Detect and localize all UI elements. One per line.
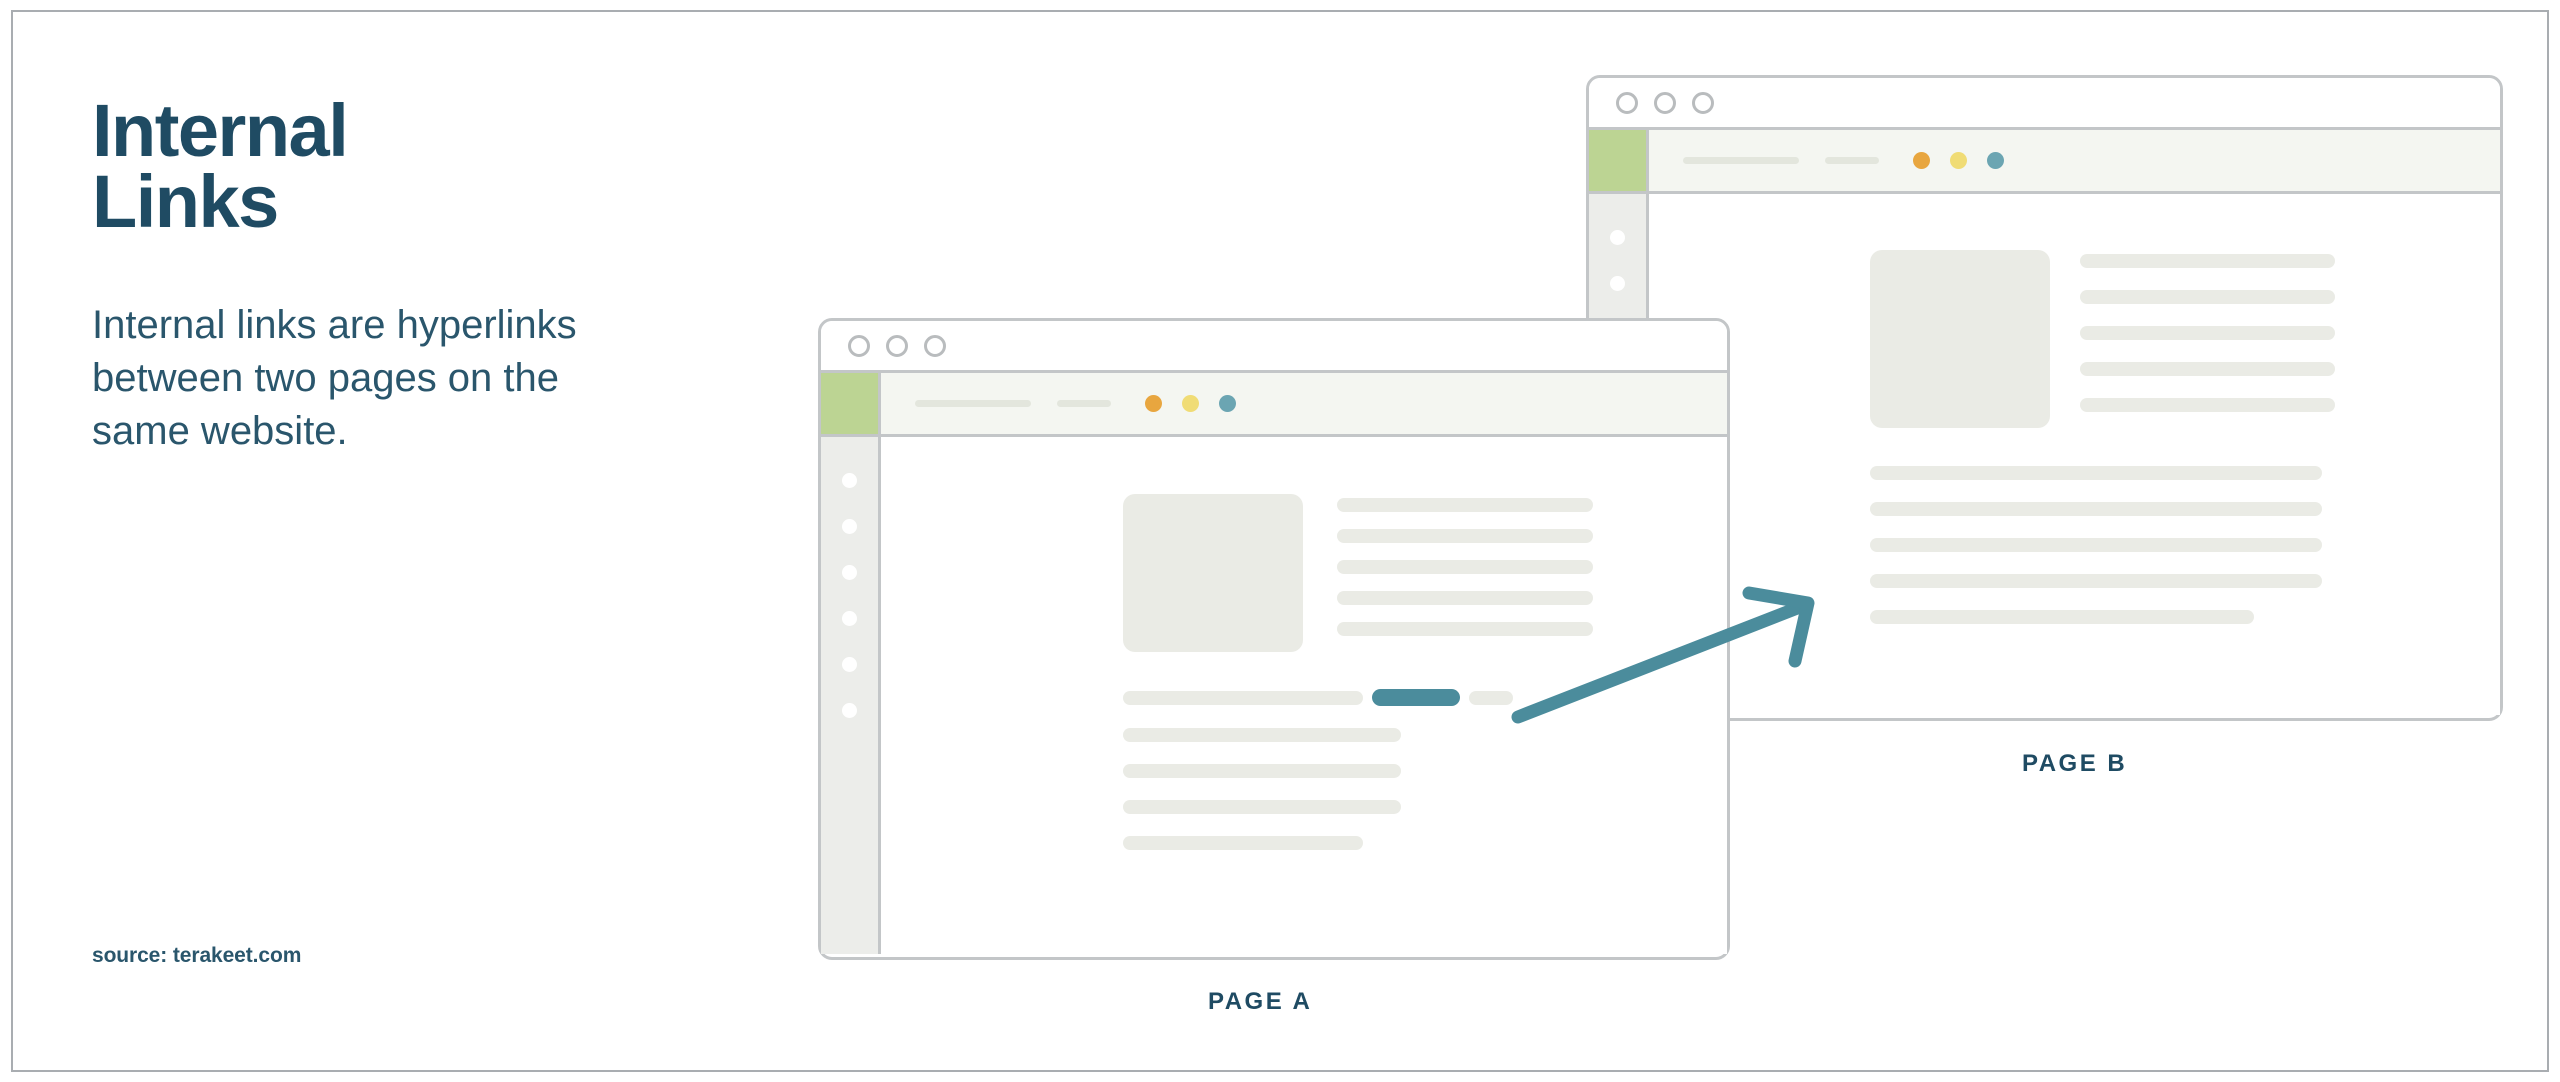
text-line bbox=[1337, 560, 1593, 574]
text-line bbox=[1469, 690, 1513, 705]
toolbar-accent-block bbox=[1589, 130, 1649, 191]
toolbar-dot-teal-icon bbox=[1219, 395, 1236, 412]
window-control-circle-icon[interactable] bbox=[886, 334, 908, 357]
sidebar-page-a[interactable] bbox=[821, 437, 881, 954]
body-page-a bbox=[821, 437, 1727, 954]
text-line bbox=[1870, 502, 2322, 516]
text-line bbox=[1123, 836, 1363, 850]
text-lines-page-a-top bbox=[1337, 494, 1593, 652]
text-line bbox=[1870, 610, 2254, 624]
sidebar-bullet-dot-icon[interactable] bbox=[842, 519, 857, 534]
text-line bbox=[2080, 290, 2335, 304]
image-placeholder-page-b bbox=[1870, 250, 2050, 428]
sidebar-bullet-dot-icon[interactable] bbox=[1610, 230, 1625, 245]
toolbar-pill-short bbox=[1057, 400, 1111, 407]
text-line bbox=[1337, 529, 1593, 543]
titlebar-page-b bbox=[1589, 78, 2500, 130]
text-column: Internal Links Internal links are hyperl… bbox=[92, 89, 712, 457]
image-placeholder-page-a bbox=[1123, 494, 1303, 652]
sidebar-bullet-dot-icon[interactable] bbox=[842, 473, 857, 488]
text-line bbox=[1870, 574, 2322, 588]
text-line bbox=[2080, 254, 2335, 268]
text-line bbox=[1870, 538, 2322, 552]
text-line bbox=[1337, 622, 1593, 636]
text-line bbox=[2080, 398, 2335, 412]
toolbar-dot-teal-icon bbox=[1987, 152, 2004, 169]
label-page-b: PAGE B bbox=[2022, 750, 2128, 777]
text-line bbox=[1337, 498, 1593, 512]
window-control-circle-icon[interactable] bbox=[1654, 91, 1676, 114]
source-attribution: source: terakeet.com bbox=[92, 944, 302, 967]
toolbar-pill-long bbox=[1683, 157, 1799, 164]
toolbar-dot-yellow-icon bbox=[1950, 152, 1967, 169]
content-top-section-page-b bbox=[1870, 250, 2335, 428]
content-page-a bbox=[881, 437, 1727, 954]
text-line bbox=[1123, 764, 1401, 778]
page-title: Internal Links bbox=[92, 89, 712, 244]
toolbar-dot-orange-icon bbox=[1145, 395, 1162, 412]
toolbar-page-b bbox=[1589, 130, 2500, 194]
sidebar-bullet-dot-icon[interactable] bbox=[1610, 276, 1625, 291]
text-line bbox=[1870, 466, 2322, 480]
text-lines-page-b-top bbox=[2080, 250, 2335, 428]
content-bottom-section-page-b bbox=[1870, 466, 2322, 624]
content-top-section-page-a bbox=[1123, 494, 1593, 652]
toolbar-accent-block bbox=[821, 373, 881, 434]
page-title-line2: Links bbox=[92, 160, 279, 244]
toolbar-dot-orange-icon bbox=[1913, 152, 1930, 169]
text-line bbox=[1123, 690, 1363, 705]
content-bottom-section-page-a bbox=[1123, 689, 1513, 850]
content-page-b bbox=[1649, 194, 2500, 715]
text-line-row-with-link bbox=[1123, 689, 1513, 706]
text-line bbox=[1123, 800, 1401, 814]
description-text: Internal links are hyperlinks between tw… bbox=[92, 303, 577, 453]
text-line bbox=[2080, 326, 2335, 340]
window-control-circle-icon[interactable] bbox=[1616, 91, 1638, 114]
toolbar-content-page-a bbox=[881, 373, 1727, 434]
sidebar-bullet-dot-icon[interactable] bbox=[842, 611, 857, 626]
toolbar-pill-long bbox=[915, 400, 1031, 407]
sidebar-bullet-dot-icon[interactable] bbox=[842, 703, 857, 718]
sidebar-bullet-dot-icon[interactable] bbox=[842, 657, 857, 672]
toolbar-page-a bbox=[821, 373, 1727, 437]
text-line bbox=[2080, 362, 2335, 376]
toolbar-pill-short bbox=[1825, 157, 1879, 164]
toolbar-content-page-b bbox=[1649, 130, 2500, 191]
window-control-circle-icon[interactable] bbox=[848, 334, 870, 357]
text-line bbox=[1123, 728, 1401, 742]
text-line bbox=[1337, 591, 1593, 605]
toolbar-dot-yellow-icon bbox=[1182, 395, 1199, 412]
window-control-circle-icon[interactable] bbox=[924, 334, 946, 357]
internal-link-highlight[interactable] bbox=[1372, 689, 1460, 706]
label-page-a: PAGE A bbox=[1208, 988, 1313, 1015]
window-control-circle-icon[interactable] bbox=[1692, 91, 1714, 114]
sidebar-bullet-dot-icon[interactable] bbox=[842, 565, 857, 580]
titlebar-page-a bbox=[821, 321, 1727, 373]
browser-window-page-a[interactable] bbox=[818, 318, 1730, 960]
page-title-line1: Internal bbox=[92, 89, 349, 172]
